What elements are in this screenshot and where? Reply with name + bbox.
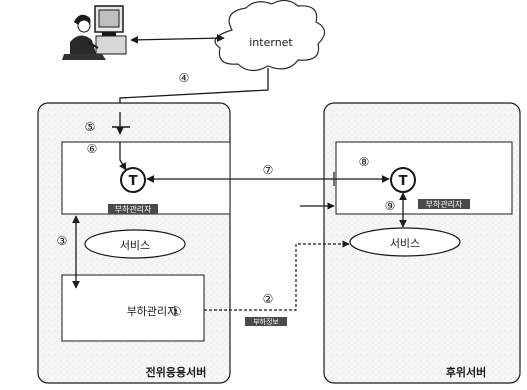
front-transaction-node: T: [121, 168, 145, 192]
step-4-label: ④: [179, 71, 190, 85]
back-upper-box: 부하관리자: [336, 142, 512, 214]
step-6-label: ⑥: [87, 142, 98, 156]
step-9-label: ⑨: [385, 199, 396, 213]
step-1-label: ①: [170, 305, 182, 320]
back-transaction-node: T: [391, 168, 415, 192]
step-8-label: ⑧: [359, 155, 370, 169]
front-upper-label: 부하관리자: [115, 204, 152, 214]
front-service-node: 서비스: [85, 230, 185, 258]
back-service-label: 서비스: [390, 237, 420, 250]
back-t-label: T: [399, 174, 408, 189]
front-t-label: T: [129, 174, 138, 189]
user-internet-link: [131, 38, 224, 40]
load-info-label: 부하정보: [253, 317, 279, 326]
back-server-label: 후위서버: [446, 365, 486, 379]
front-load-manager-box: 부하관리자 ①: [62, 275, 204, 341]
internet-cloud: internet: [215, 0, 324, 70]
user-computer-icon: [62, 6, 126, 60]
back-upper-label: 부하관리자: [426, 199, 463, 209]
step-3-label: ③: [57, 234, 68, 248]
step-5-label: ⑤: [85, 120, 96, 134]
front-service-label: 서비스: [120, 239, 150, 252]
back-service-node: 서비스: [350, 228, 460, 256]
front-server-label: 전위응용서버: [146, 365, 207, 379]
step-2-label: ②: [263, 292, 274, 306]
internet-label: internet: [249, 36, 293, 49]
step-7-label: ⑦: [263, 163, 274, 177]
